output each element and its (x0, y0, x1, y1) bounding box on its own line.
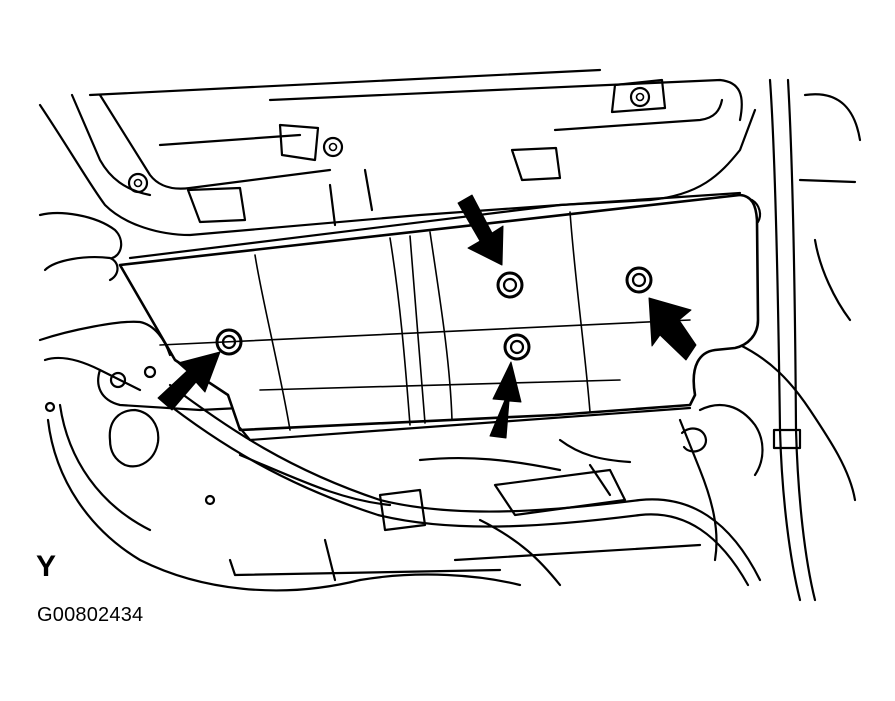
pointer-arrow-icon (648, 297, 697, 361)
lower-cables (158, 383, 762, 587)
pointer-arrows (157, 194, 697, 439)
pointer-arrow-icon (457, 194, 504, 266)
pointer-arrow-icon (157, 351, 221, 411)
nut-icon (496, 271, 524, 299)
pointer-arrow-icon (489, 361, 522, 439)
view-label: Y (36, 550, 57, 583)
pillar-and-cables (680, 78, 862, 602)
nut-icon (625, 266, 653, 294)
figure-id: G00802434 (37, 604, 144, 626)
nut-icon (503, 333, 531, 361)
nut-icon (215, 328, 243, 356)
cover-panel (118, 191, 760, 442)
